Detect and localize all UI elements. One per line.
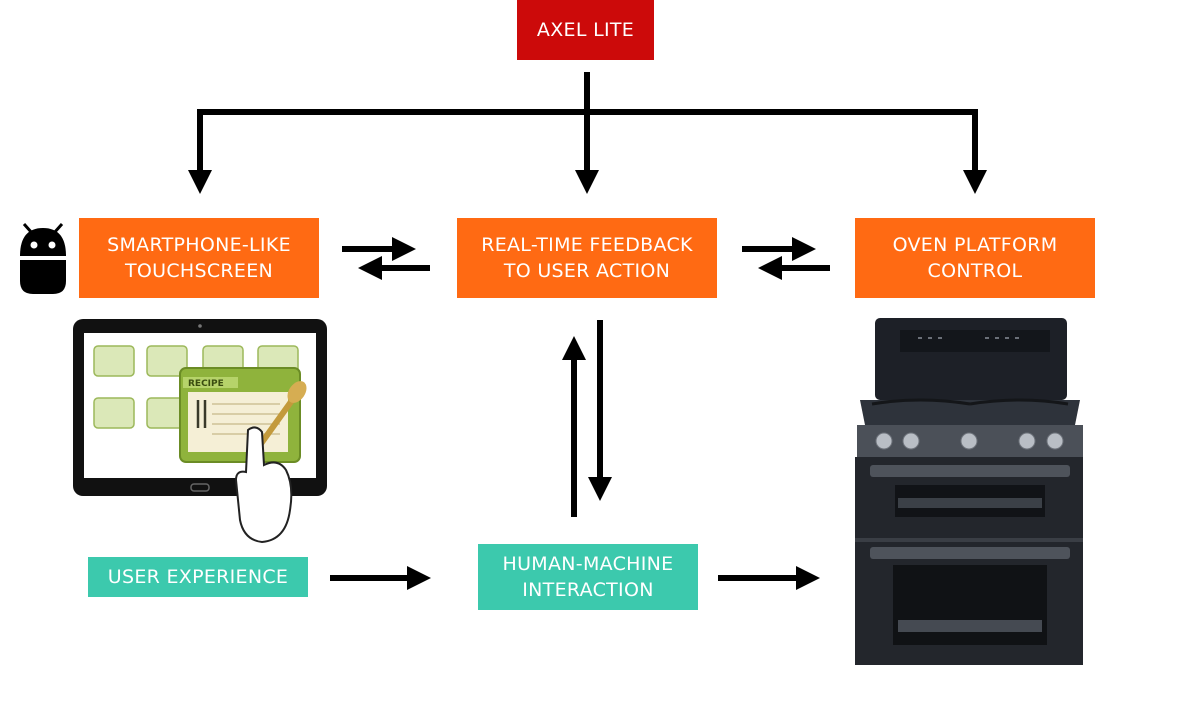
oven-illustration bbox=[855, 318, 1083, 665]
oven-platform-control-label: OVEN PLATFORM CONTROL bbox=[892, 234, 1058, 282]
hmi-box: HUMAN-MACHINE INTERACTION bbox=[478, 544, 698, 610]
tablet-recipe-text: RECIPE bbox=[188, 379, 224, 389]
realtime-feedback-box: REAL-TIME FEEDBACK TO USER ACTION bbox=[457, 218, 717, 298]
axel-lite-box: AXEL LITE bbox=[517, 0, 654, 60]
user-experience-box: USER EXPERIENCE bbox=[88, 557, 308, 597]
realtime-feedback-label: REAL-TIME FEEDBACK TO USER ACTION bbox=[481, 234, 693, 282]
tablet-recipe-illustration: RECIPE bbox=[73, 319, 327, 544]
hmi-label: HUMAN-MACHINE INTERACTION bbox=[502, 553, 674, 601]
axel-lite-label: AXEL LITE bbox=[536, 19, 635, 41]
android-icon bbox=[20, 223, 66, 294]
top-branch-connector bbox=[197, 72, 978, 115]
oven-platform-control-box: OVEN PLATFORM CONTROL bbox=[855, 218, 1095, 298]
user-experience-label: USER EXPERIENCE bbox=[107, 566, 289, 588]
smartphone-touchscreen-label: SMARTPHONE-LIKE TOUCHSCREEN bbox=[107, 234, 291, 282]
smartphone-touchscreen-box: SMARTPHONE-LIKE TOUCHSCREEN bbox=[79, 218, 319, 298]
